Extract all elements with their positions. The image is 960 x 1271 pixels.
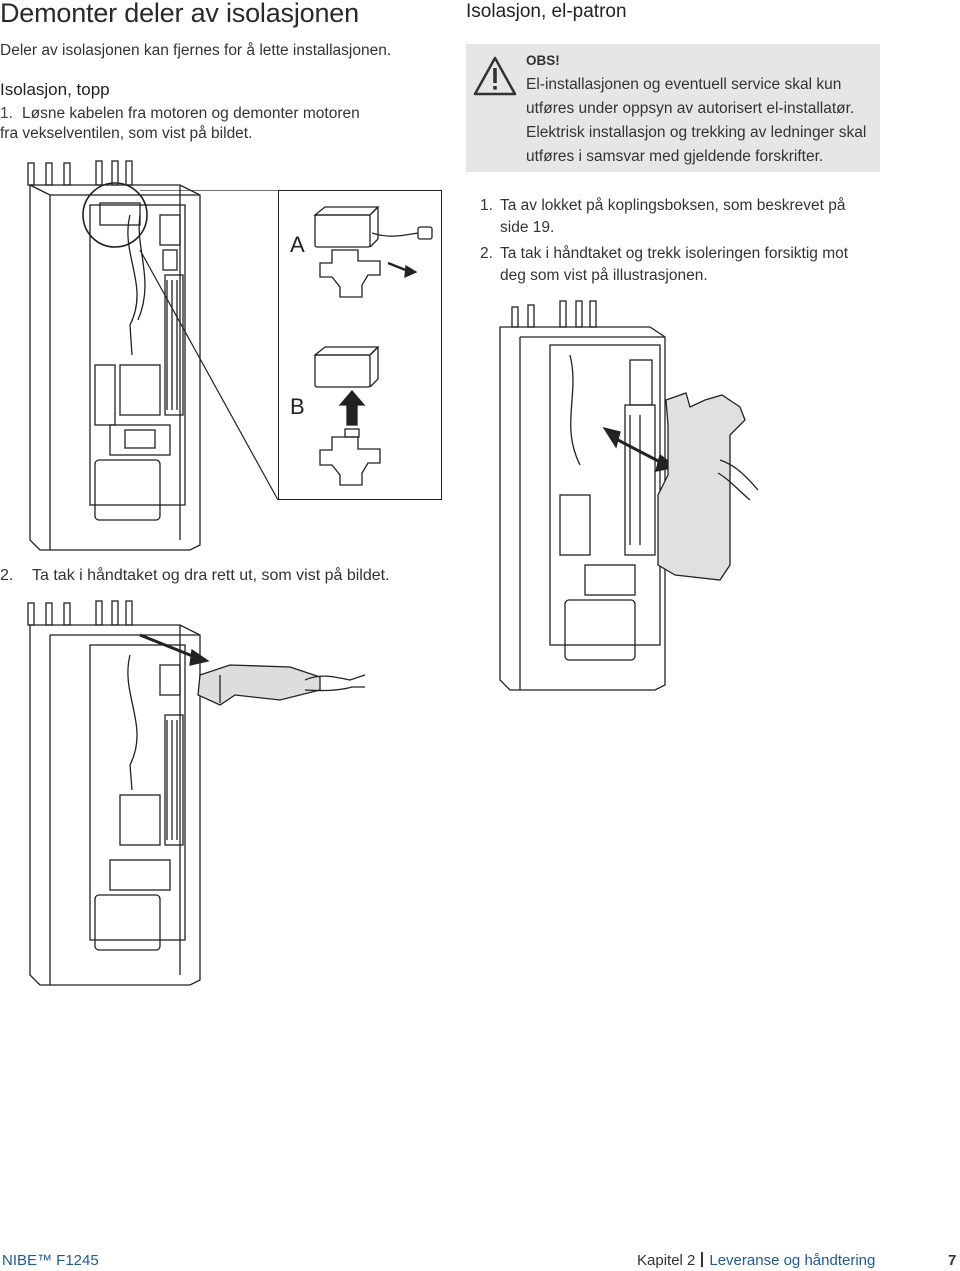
detail-box	[278, 190, 442, 500]
page-number: 7	[948, 1252, 957, 1269]
section-heading-top: Isolasjon, topp	[0, 80, 110, 99]
right-step1-line1: Ta av lokket på koplingsboksen, som besk…	[500, 197, 846, 214]
right-step1-line2: side 19.	[500, 219, 555, 236]
warning-text: El-installasjonen og eventuell service s…	[526, 76, 867, 165]
heat-pump-illustration-top	[20, 155, 220, 555]
warning-label: OBS!	[526, 53, 560, 68]
right-step2-line1: Ta tak i håndtaket og trekk isoleringen …	[500, 245, 849, 262]
left-step2-number: 2.	[0, 567, 14, 584]
heat-pump-illustration-bottom	[20, 595, 370, 995]
warning-box	[466, 44, 880, 172]
right-step1-number: 1.	[480, 197, 493, 214]
right-step2-number: 2.	[480, 245, 493, 262]
left-step1-line1: Løsne kabelen fra motoren og demonter mo…	[22, 105, 360, 122]
footer-chapter: Kapitel 2 Leveranse og håndtering	[637, 1252, 875, 1269]
right-step2-line2: deg som vist på illustrasjonen.	[500, 267, 708, 284]
footer-divider	[701, 1252, 704, 1267]
footer-section: Leveranse og håndtering	[709, 1252, 876, 1269]
page-intro: Deler av isolasjonen kan fjernes for å l…	[0, 42, 392, 59]
left-step1-line2: fra vekselventilen, som vist på bildet.	[0, 125, 253, 142]
left-step1-number: 1.	[0, 105, 13, 122]
warning-triangle-icon	[473, 56, 517, 96]
valve-motor-illustration-b	[310, 345, 430, 490]
callout-lines	[139, 190, 279, 501]
section-heading-el-patron: Isolasjon, el-patron	[466, 1, 627, 22]
footer-chapter-label: Kapitel 2	[637, 1252, 696, 1269]
left-step2-text: Ta tak i håndtaket og dra rett ut, som v…	[32, 567, 390, 584]
valve-motor-illustration-a	[310, 205, 440, 300]
page-title: Demonter deler av isolasjonen	[0, 0, 359, 28]
label-b: B	[290, 394, 305, 419]
label-a: A	[290, 232, 305, 257]
footer-brand: NIBE™ F1245	[2, 1252, 99, 1269]
heat-pump-illustration-right	[490, 295, 765, 695]
left-step1: 1. Løsne kabelen fra motoren og demonter…	[0, 104, 360, 124]
